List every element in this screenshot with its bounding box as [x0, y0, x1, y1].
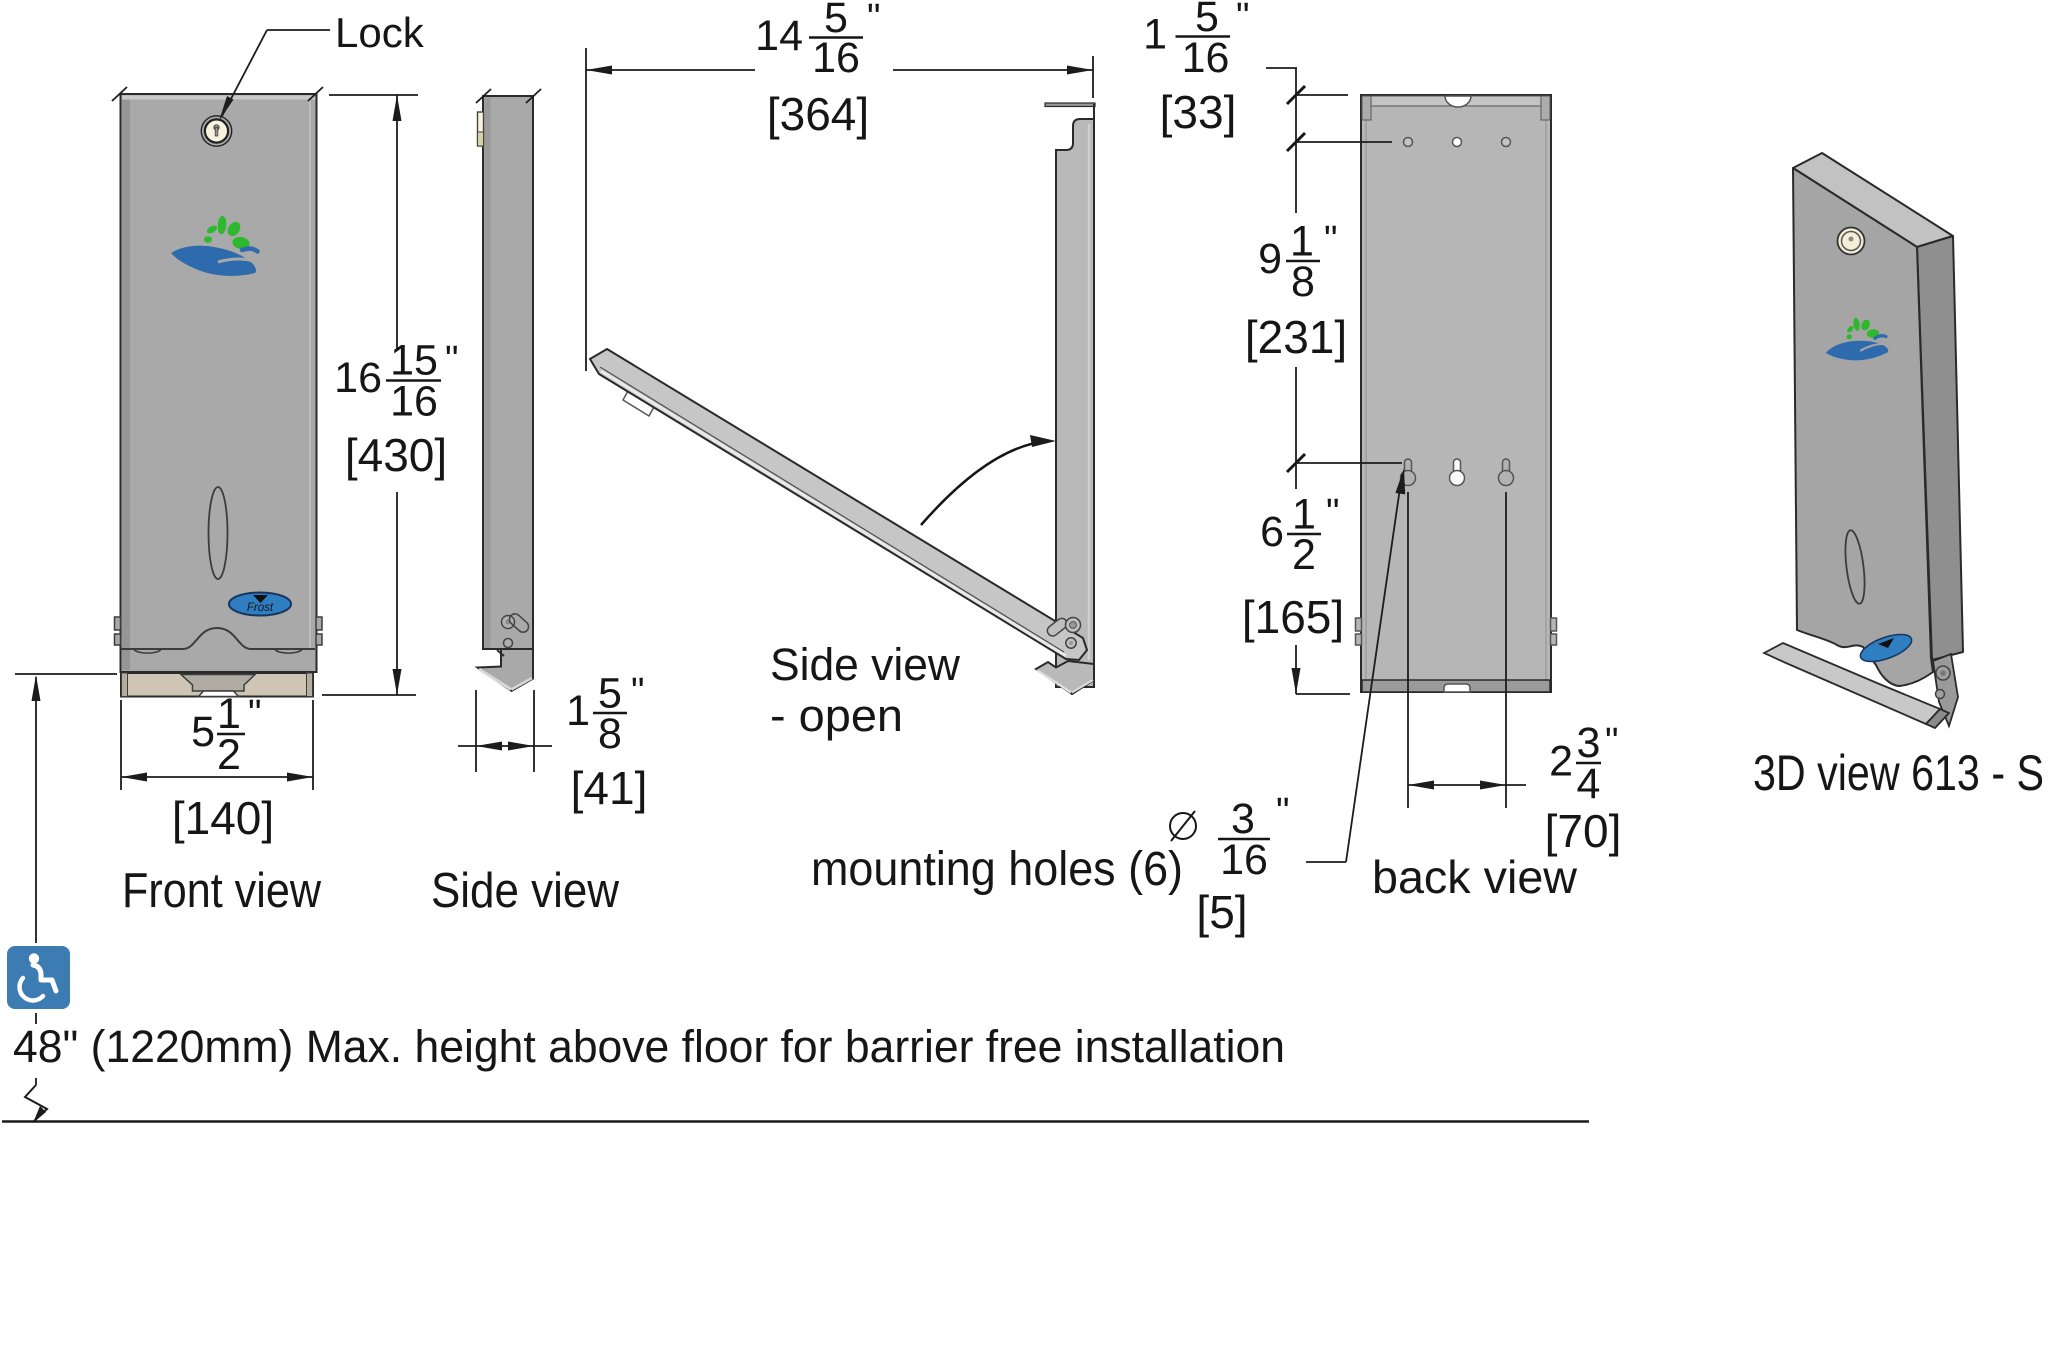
svg-text:[165]: [165]: [1242, 591, 1344, 643]
svg-text:Lock: Lock: [335, 9, 425, 56]
svg-text:16: 16: [1182, 34, 1230, 82]
svg-text:Side view: Side view: [770, 639, 960, 690]
svg-text:5: 5: [824, 0, 848, 42]
svg-text:": ": [631, 671, 645, 713]
svg-text:9: 9: [1258, 235, 1282, 283]
svg-text:4: 4: [1577, 760, 1601, 808]
svg-text:3: 3: [1577, 719, 1601, 767]
svg-text:1: 1: [1292, 491, 1316, 539]
svg-text:1: 1: [217, 690, 241, 738]
svg-text:5: 5: [598, 670, 622, 718]
svg-text:1: 1: [1143, 11, 1167, 59]
svg-text:3D view 613 - S: 3D view 613 - S: [1753, 745, 2044, 801]
svg-text:": ": [248, 693, 262, 735]
svg-text:6: 6: [1260, 508, 1284, 556]
svg-text:": ": [445, 339, 459, 381]
svg-text:": ": [1605, 721, 1619, 763]
svg-text:[70]: [70]: [1545, 805, 1622, 857]
svg-text:[5]: [5]: [1196, 886, 1247, 938]
svg-text:back view: back view: [1372, 851, 1578, 903]
svg-text:mounting holes (6): mounting holes (6): [811, 843, 1183, 896]
svg-text:2: 2: [217, 731, 241, 779]
svg-text:16: 16: [390, 378, 438, 426]
svg-text:2: 2: [1549, 738, 1573, 786]
svg-text:16: 16: [812, 34, 860, 82]
svg-text:Side view: Side view: [431, 864, 620, 918]
svg-text:2: 2: [1292, 531, 1316, 579]
svg-text:48" (1220mm) Max. height above: 48" (1220mm) Max. height above floor for…: [13, 1021, 1285, 1072]
svg-text:": ": [867, 0, 881, 39]
svg-text:": ": [1324, 219, 1338, 261]
svg-text:5: 5: [1195, 0, 1219, 41]
svg-text:16: 16: [1220, 836, 1268, 884]
svg-text:15: 15: [390, 337, 438, 385]
svg-text:8: 8: [598, 710, 622, 758]
svg-text:14: 14: [755, 12, 803, 60]
svg-text:[33]: [33]: [1160, 86, 1237, 138]
svg-text:5: 5: [191, 708, 215, 756]
svg-text:1: 1: [566, 687, 590, 735]
svg-text:Front view: Front view: [122, 864, 322, 918]
svg-text:[364]: [364]: [767, 88, 869, 140]
svg-text:- open: - open: [770, 690, 903, 741]
svg-text:[41]: [41]: [571, 762, 648, 814]
svg-text:8: 8: [1291, 258, 1315, 306]
svg-text:[140]: [140]: [172, 792, 274, 844]
svg-text:": ": [1326, 492, 1340, 534]
svg-text:1: 1: [1290, 218, 1314, 266]
svg-text:": ": [1276, 791, 1290, 833]
svg-text:[430]: [430]: [345, 429, 447, 481]
svg-text:": ": [1236, 0, 1250, 38]
svg-text:[231]: [231]: [1245, 311, 1347, 363]
svg-text:16: 16: [334, 354, 382, 402]
svg-text:Frost: Frost: [247, 602, 274, 614]
svg-text:3: 3: [1231, 795, 1255, 843]
